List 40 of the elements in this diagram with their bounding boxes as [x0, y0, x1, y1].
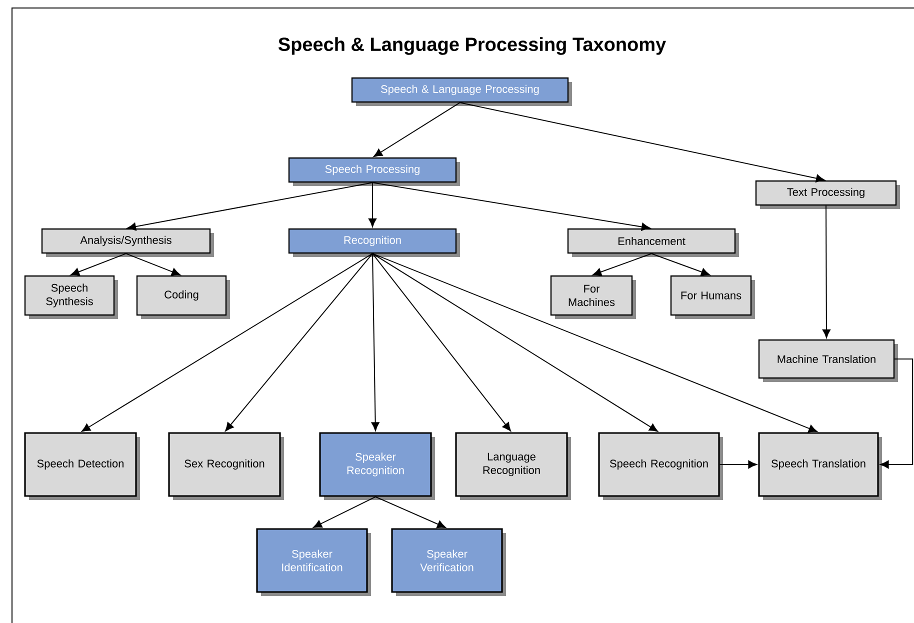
- process-box: Speaker Verification: [391, 528, 506, 596]
- process-box: For Humans: [670, 275, 755, 319]
- process-box: Enhancement: [567, 228, 739, 257]
- process-box: Speaker Identification: [256, 528, 371, 596]
- arrow: [372, 253, 511, 432]
- process-box: Speech Synthesis: [24, 275, 118, 319]
- arrow: [82, 253, 373, 432]
- arrow: [719, 460, 757, 469]
- arrow: [822, 205, 830, 338]
- arrow: [126, 253, 180, 276]
- process-box: Speech Translation: [758, 432, 882, 500]
- arrow: [368, 182, 377, 228]
- process-box: Speech Processing: [288, 157, 460, 186]
- process-box: Speech Detection: [24, 432, 140, 500]
- process-box: Analysis/Synthesis: [41, 228, 214, 257]
- arrow: [372, 253, 818, 432]
- process-box: Language Recognition: [455, 432, 571, 500]
- arrow: [375, 496, 446, 528]
- process-box: For Machines: [550, 275, 636, 319]
- arrow: [225, 253, 373, 432]
- arrow: [651, 253, 710, 276]
- process-box: Text Processing: [755, 180, 900, 209]
- arrow: [372, 182, 650, 231]
- process-box: Recognition: [288, 228, 460, 257]
- process-box: Speech Recognition: [598, 432, 723, 500]
- process-box: Sex Recognition: [168, 432, 284, 500]
- arrow: [127, 182, 373, 231]
- process-box: Speech & Language Processing: [351, 77, 572, 106]
- title: Speech & Language Processing Taxonomy: [278, 37, 666, 55]
- arrow: [880, 358, 914, 469]
- arrow: [371, 253, 380, 431]
- arrow: [313, 496, 376, 528]
- process-box: Machine Translation: [758, 339, 898, 382]
- process-box: Speaker Recognition: [319, 432, 435, 500]
- arrow: [460, 102, 825, 182]
- process-box: Coding: [136, 275, 230, 319]
- arrow: [70, 253, 126, 276]
- arrow: [592, 253, 652, 276]
- arrow: [373, 102, 460, 157]
- arrow: [372, 253, 658, 432]
